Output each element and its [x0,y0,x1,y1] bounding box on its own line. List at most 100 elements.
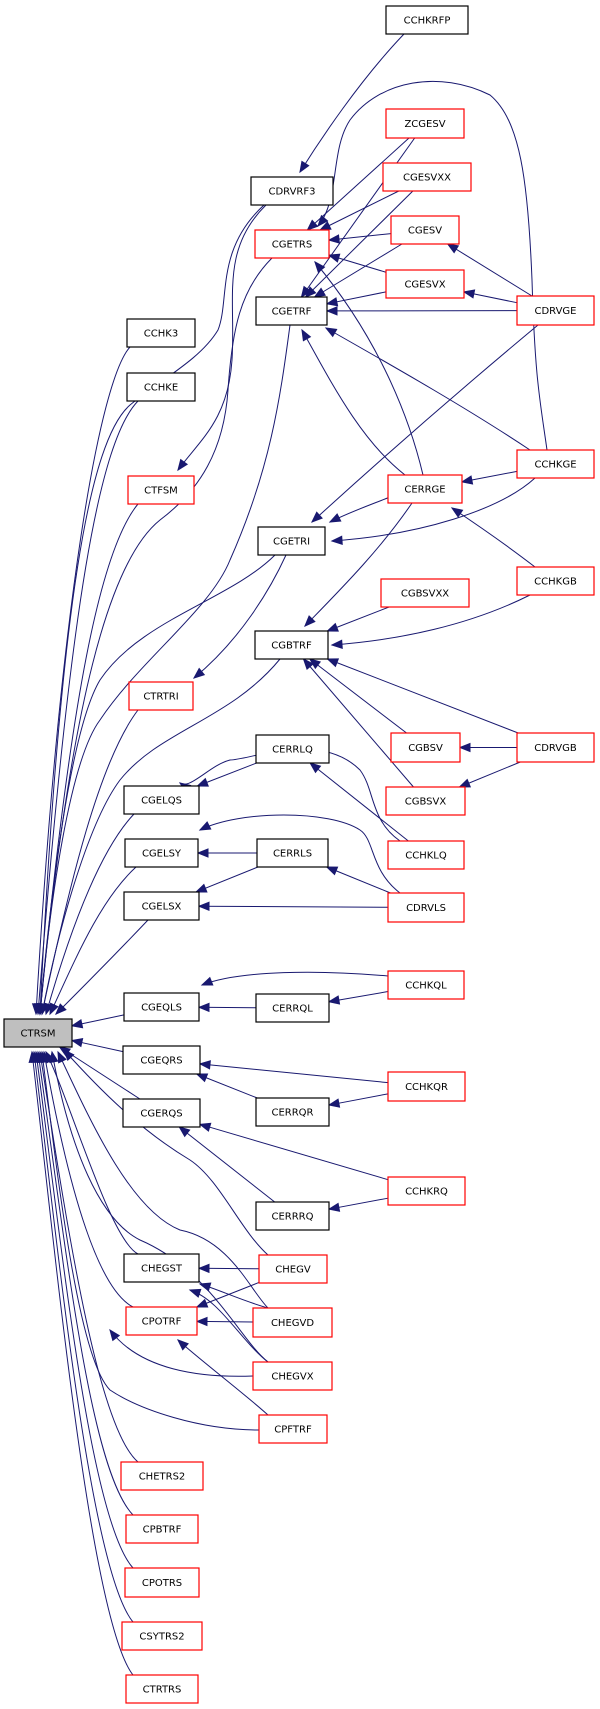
node-cchkqr[interactable]: CCHKQR [387,1071,466,1102]
node-cerrge[interactable]: CERRGE [387,474,463,504]
node-label: CGERQS [140,1109,182,1120]
node-cchkql[interactable]: CCHKQL [387,970,465,1000]
node-label: CCHKE [144,383,178,394]
node-cerrqr[interactable]: CERRQR [255,1097,330,1127]
node-ctrtrs[interactable]: CTRTRS [125,1674,199,1704]
node-cgbtrf[interactable]: CGBTRF [254,630,329,660]
node-cerrlq[interactable]: CERRLQ [255,734,330,764]
node-cchk3[interactable]: CCHK3 [126,318,196,348]
edge-chegvd-to-cpotrf [195,1316,254,1327]
node-label: CCHKGE [534,460,576,471]
edge-cgeqrs-to-ctrsm [70,1038,124,1053]
node-label: CTRTRI [143,692,178,703]
node-cchke[interactable]: CCHKE [126,372,196,402]
edge-line [331,594,531,646]
node-cpbtrf[interactable]: CPBTRF [125,1514,199,1544]
node-cgbsvxx[interactable]: CGBSVXX [380,578,470,608]
node-cgetrs[interactable]: CGETRS [254,229,330,259]
node-chegv[interactable]: CHEGV [258,1254,328,1284]
node-label: CCHKRFP [404,16,451,27]
node-cgetrf[interactable]: CGETRF [255,296,328,326]
node-cerrrq[interactable]: CERRRQ [255,1201,330,1231]
edge-cchkgb-to-cgbtrf [330,594,531,649]
node-box [255,296,328,326]
edge-cchkql-to-cgeqls [200,971,389,986]
arrowhead-icon [197,1263,210,1274]
edge-cchk3-to-ctrsm [31,346,131,1016]
node-cdrvrf3[interactable]: CDRVRF3 [250,176,334,206]
edge-cgbsvx-to-cgbtrf [302,657,414,788]
arrowhead-icon [70,1038,84,1048]
arrowhead-icon [324,327,338,338]
node-cdrvls[interactable]: CDRVLS [387,892,465,923]
edge-line [109,1329,254,1377]
node-cgbsvx[interactable]: CGBSVX [385,786,466,816]
edge-cchkrq-to-cgerqs [198,1122,389,1181]
arrowhead-icon [57,1050,67,1064]
edge-cdrvge-to-cgetri [311,324,539,523]
node-cpotrs[interactable]: CPOTRS [124,1567,200,1598]
node-label: CTFSM [144,486,178,497]
node-cdrvgb[interactable]: CDRVGB [516,732,595,763]
node-cgesvx[interactable]: CGESVX [385,269,465,299]
node-label: CGBSVXX [401,589,449,600]
node-cgesv[interactable]: CGESV [390,215,460,245]
node-chegvx[interactable]: CHEGVX [252,1361,333,1391]
node-label: CPBTRF [143,1525,182,1536]
arrowhead-icon [197,901,210,912]
node-cgelsx[interactable]: CGELSX [123,891,200,921]
edge-ctfsm-to-ctrsm [36,503,139,1016]
node-cdrvge[interactable]: CDRVGE [516,295,595,326]
node-box [255,993,330,1023]
edge-line [39,257,273,1015]
node-box [123,992,200,1022]
node-box [516,295,595,326]
edge-cgelsx-to-ctrsm [55,919,149,1015]
node-cchkrq[interactable]: CCHKRQ [387,1176,466,1206]
node-cgbsv[interactable]: CGBSV [390,732,461,763]
node-cchklq[interactable]: CCHKLQ [387,840,465,870]
node-cerrql[interactable]: CERRQL [255,993,330,1023]
node-cchkrfp[interactable]: CCHKRFP [385,5,469,35]
node-label: CCHKGB [534,577,577,588]
node-csytrs2[interactable]: CSYTRS2 [121,1621,203,1651]
edge-cerrrq-to-cgerqs [178,1126,276,1203]
node-cgelsy[interactable]: CGELSY [124,838,199,868]
node-chetrs2[interactable]: CHETRS2 [120,1461,204,1491]
node-cpotrf[interactable]: CPOTRF [125,1306,198,1336]
node-cgetri[interactable]: CGETRI [257,526,326,556]
node-box [385,108,465,139]
node-box [127,475,195,505]
edge-line [178,1126,276,1203]
node-cgerqs[interactable]: CGERQS [122,1098,201,1128]
arrowhead-icon [313,287,327,298]
node-label: CHETRS2 [139,1472,186,1483]
edge-cchkge-to-cerrge [460,470,518,485]
node-box [387,474,463,504]
node-cgelqs[interactable]: CGELQS [123,785,200,815]
edge-line [196,1281,260,1308]
edge-chegst-to-ctrsm [45,1050,139,1255]
node-label: CGESVX [404,280,445,291]
node-ctrtri[interactable]: CTRTRI [128,681,194,711]
node-cgeqrs[interactable]: CGEQRS [122,1045,201,1075]
node-chegvd[interactable]: CHEGVD [252,1307,333,1338]
node-chegst[interactable]: CHEGST [123,1253,200,1283]
node-cerrls[interactable]: CERRLS [256,838,329,868]
node-zcgesv[interactable]: ZCGESV [385,108,465,139]
node-cchkge[interactable]: CCHKGE [516,449,595,479]
node-cchkgb[interactable]: CCHKGB [516,566,595,596]
edge-line [314,261,424,476]
node-ctfsm[interactable]: CTFSM [127,475,195,505]
node-label: CPOTRS [142,1578,182,1589]
node-cgesvxx[interactable]: CGESVXX [382,162,472,192]
node-label: CTRSM [20,1029,55,1040]
node-box [124,1567,200,1598]
node-label: CPFTRF [274,1425,312,1436]
arrowhead-icon [198,821,212,831]
arrowhead-icon [327,995,341,1005]
node-cgeqls[interactable]: CGEQLS [123,992,200,1022]
edge-cdrvgb-to-cgbsvx [458,761,521,788]
node-cpftrf[interactable]: CPFTRF [258,1414,328,1444]
arrowhead-icon [326,658,340,668]
